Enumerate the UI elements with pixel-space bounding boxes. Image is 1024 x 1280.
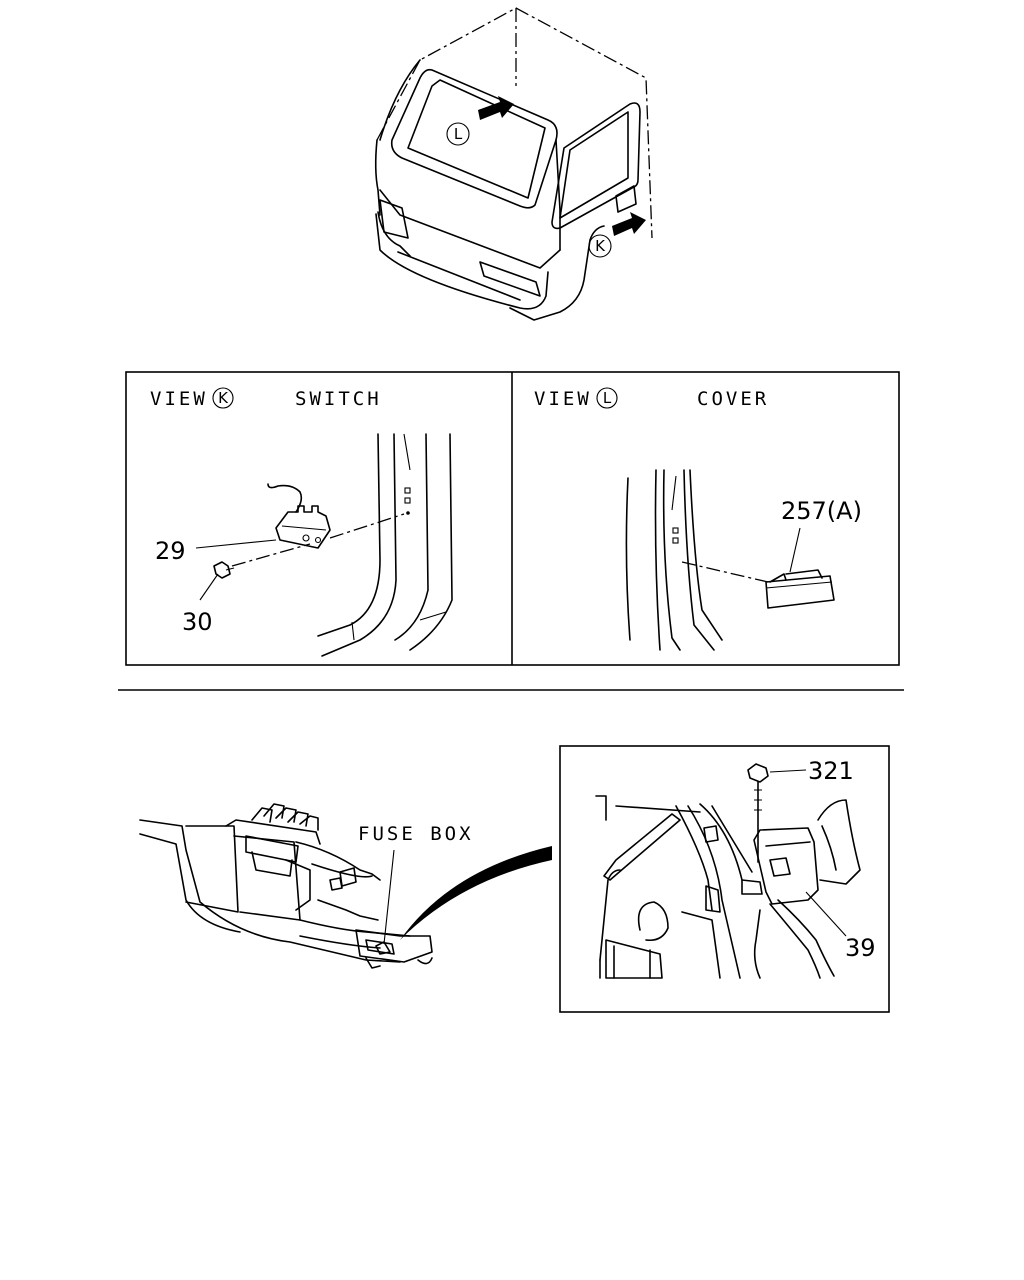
fuse-detail-illustration: 321 39 [595,757,876,979]
callout-switch-29: 29 [155,537,186,565]
callout-bracket-39: 39 [845,934,876,962]
fuse-box-illustration: FUSE BOX [139,803,552,969]
panel-k-title: SWITCH [295,388,382,410]
panel-l-marker-circle [596,387,618,409]
panel-view-k: VIEW K SWITCH 29 30 [150,387,453,657]
view-l-marker-circle [446,122,470,146]
detail-pointer-arrow [400,846,552,940]
callout-cover-257a: 257(A) [781,497,862,525]
fuse-box-label: FUSE BOX [358,823,474,845]
panel-l-marker: L [603,389,612,407]
panel-l-title: COVER [697,388,769,410]
fuse-detail-frame [559,745,890,1013]
view-l-marker: L [454,125,463,143]
panel-k-marker-circle [212,387,234,409]
panel-l-view-word: VIEW [534,388,592,410]
callout-bolt-321: 321 [808,757,854,785]
panel-k-marker: K [218,389,229,407]
callout-screw-30: 30 [182,608,213,636]
view-k-marker: K [595,237,606,255]
view-k-marker-circle [588,234,612,258]
panel-view-l: VIEW L COVER 257(A) [534,387,862,651]
panel-k-view-word: VIEW [150,388,208,410]
truck-cab-illustration: L K [374,7,653,321]
